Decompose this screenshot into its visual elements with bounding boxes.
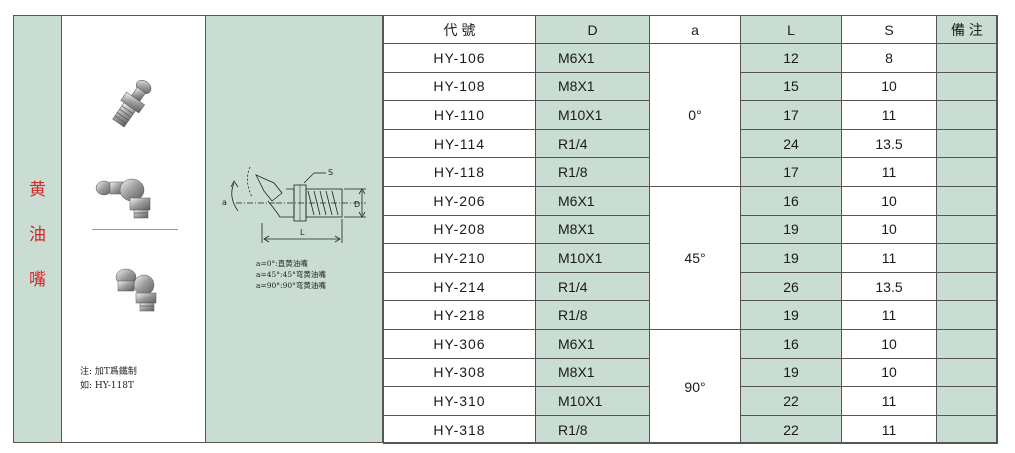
cell-s: 11 — [841, 386, 937, 416]
cell-model: HY-110 — [383, 100, 536, 130]
cell-remark — [936, 128, 998, 159]
cell-l: 24 — [740, 128, 842, 159]
cell-model: HY-306 — [383, 328, 536, 359]
cell-remark — [936, 357, 998, 388]
cell-d: M10X1 — [535, 386, 650, 416]
label-s: S — [328, 168, 333, 177]
cell-angle: 45° — [649, 185, 741, 330]
cell-l: 19 — [740, 300, 842, 330]
cell-s: 11 — [841, 414, 937, 445]
cell-d: M8X1 — [535, 71, 650, 102]
cell-d: M6X1 — [535, 185, 650, 216]
dimension-drawing: a S D L — [222, 166, 366, 243]
cell-remark — [936, 414, 998, 445]
cell-l: 19 — [740, 243, 842, 273]
cell-remark — [936, 243, 998, 273]
label-l: L — [300, 228, 305, 237]
outer-frame — [13, 15, 997, 443]
cell-remark — [936, 300, 998, 330]
cell-d: M8X1 — [535, 357, 650, 388]
cell-l: 15 — [740, 71, 842, 102]
cell-l: 19 — [740, 214, 842, 245]
cell-model: HY-308 — [383, 357, 536, 388]
cell-model: HY-206 — [383, 185, 536, 216]
45-degree-fitting-image — [95, 178, 151, 219]
cell-model: HY-106 — [383, 43, 536, 73]
90-degree-fitting-image — [115, 268, 157, 312]
cell-d: M10X1 — [535, 100, 650, 130]
cell-l: 26 — [740, 271, 842, 302]
cell-remark — [936, 100, 998, 130]
cell-l: 22 — [740, 386, 842, 416]
cell-model: HY-318 — [383, 414, 536, 445]
cell-s: 10 — [841, 328, 937, 359]
cell-s: 11 — [841, 300, 937, 330]
label-a: a — [222, 198, 227, 207]
cell-l: 22 — [740, 414, 842, 445]
cell-remark — [936, 43, 998, 73]
header-d: D — [535, 15, 650, 44]
cell-d: R1/4 — [535, 271, 650, 302]
cell-angle: 0° — [649, 43, 741, 187]
cell-s: 10 — [841, 185, 937, 216]
legend-line-2: a=45°:45°弯黄油嘴 — [256, 270, 326, 279]
cell-remark — [936, 214, 998, 245]
cell-s: 11 — [841, 157, 937, 187]
legend-line-1: a=0°:直黄油嘴 — [256, 259, 308, 268]
header-remark: 備 注 — [936, 15, 998, 44]
cell-model: HY-210 — [383, 243, 536, 273]
dimension-drawing-column: a S D L a=0°:直黄油嘴 a=45°:45°弯黄油嘴 a=90°:90… — [206, 15, 383, 443]
header-l: L — [740, 15, 842, 44]
cell-model: HY-310 — [383, 386, 536, 416]
legend-line-3: a=90°:90°弯黄油嘴 — [256, 281, 326, 290]
note-line-1: 注: 加T爲鐵制 — [80, 367, 137, 377]
header-s: S — [841, 15, 937, 44]
cell-l: 16 — [740, 328, 842, 359]
cell-d: M6X1 — [535, 43, 650, 73]
note-line-2: 如: HY-118T — [80, 381, 134, 391]
cell-d: R1/8 — [535, 414, 650, 445]
product-title-char-2: 油 — [29, 225, 46, 245]
product-photo-column: 注: 加T爲鐵制 如: HY-118T — [62, 15, 206, 443]
straight-fitting-image — [112, 80, 152, 128]
cell-s: 11 — [841, 243, 937, 273]
cell-model: HY-118 — [383, 157, 536, 187]
cell-remark — [936, 71, 998, 102]
divider — [92, 229, 178, 230]
product-title-char-3: 嘴 — [29, 270, 46, 290]
cell-s: 10 — [841, 357, 937, 388]
cell-l: 12 — [740, 43, 842, 73]
cell-d: R1/8 — [535, 300, 650, 330]
cell-d: M10X1 — [535, 243, 650, 273]
header-model: 代 號 — [383, 15, 536, 44]
cell-s: 11 — [841, 100, 937, 130]
cell-l: 17 — [740, 157, 842, 187]
product-title-column: 黄 油 嘴 — [13, 15, 62, 443]
product-title-char-1: 黄 — [29, 180, 46, 200]
cell-s: 8 — [841, 43, 937, 73]
cell-model: HY-214 — [383, 271, 536, 302]
cell-d: M6X1 — [535, 328, 650, 359]
label-d: D — [354, 200, 360, 209]
cell-d: R1/4 — [535, 128, 650, 159]
cell-s: 13.5 — [841, 128, 937, 159]
cell-d: M8X1 — [535, 214, 650, 245]
cell-angle: 90° — [649, 328, 741, 445]
